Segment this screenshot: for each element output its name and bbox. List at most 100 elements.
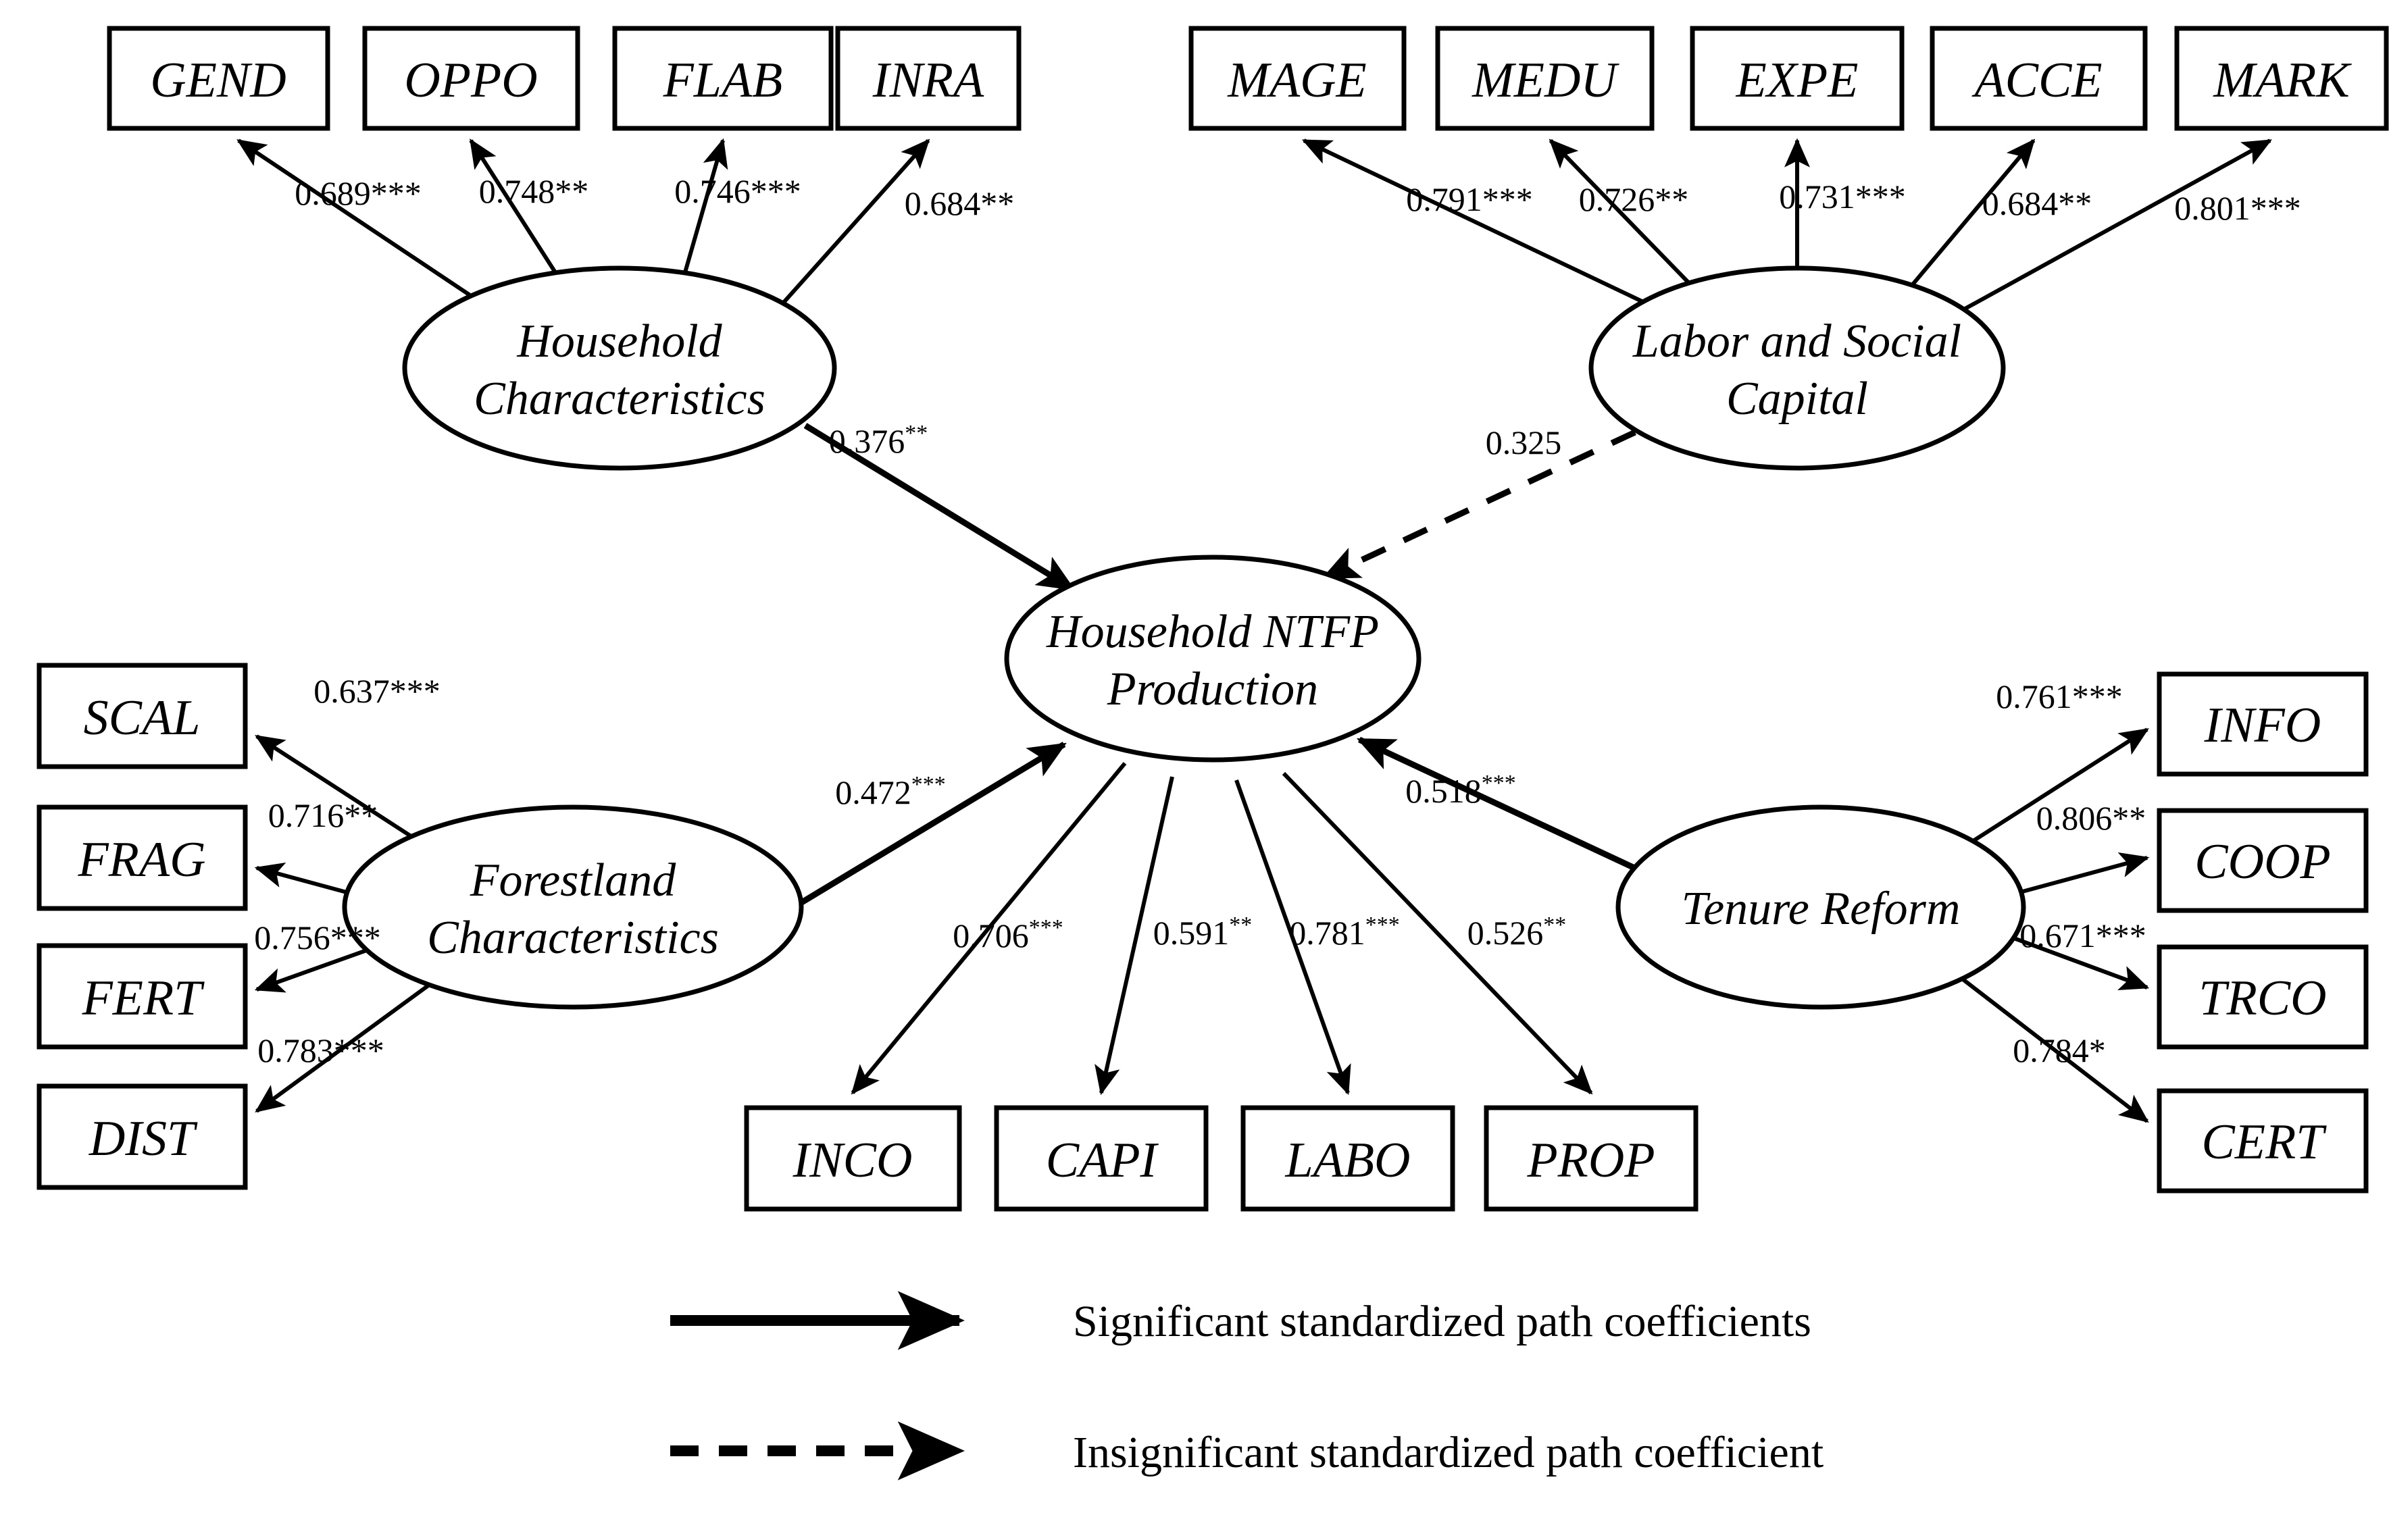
coef-lsc-ntfp-value: 0.325	[1486, 424, 1562, 461]
coef-hc-ntfp-value: 0.376	[829, 422, 905, 460]
observed-box-cert: CERT	[2157, 1088, 2369, 1194]
legend-significant-label: Significant standardized path coefficien…	[1073, 1297, 1811, 1346]
prop-rect	[1484, 1105, 1699, 1212]
info-rect	[2157, 671, 2369, 777]
coef-hc-oppo: 0.748**	[479, 172, 589, 210]
medu-rect	[1435, 26, 1655, 131]
observed-box-flab: FLAB	[612, 26, 834, 131]
coef-lsc-acce: 0.684**	[1982, 184, 2092, 222]
observed-box-mark: MARK	[2174, 26, 2389, 131]
path-fc-to-ntfp	[795, 742, 1067, 908]
coef-tr-ntfp-value: 0.518	[1405, 772, 1482, 810]
coef-tr-ntfp: 0.518***	[1405, 771, 1516, 811]
path-lsc-medu	[1549, 138, 1711, 306]
coef-ntfp-inco: 0.706***	[953, 915, 1063, 955]
coef-ntfp-inco-value: 0.706	[953, 917, 1029, 954]
dist-label: DIST	[89, 1111, 198, 1166]
path-lsc-mage	[1301, 138, 1670, 316]
trco-label: TRCO	[2198, 971, 2326, 1026]
latent-household-ntfp-production: Household NTFP Production	[1004, 555, 1422, 763]
legend-insignificant-label: Insignificant standardized path coeffici…	[1073, 1428, 1824, 1477]
observed-box-info: INFO	[2157, 671, 2369, 777]
acce-rect	[1930, 26, 2148, 131]
cert-rect	[2157, 1088, 2369, 1194]
observed-box-prop: PROP	[1484, 1105, 1699, 1212]
dist-rect	[36, 1083, 248, 1190]
coef-ntfp-labo-value: 0.781	[1289, 914, 1365, 952]
coef-ntfp-prop-stars: **	[1543, 913, 1566, 938]
coef-tr-ntfp-stars: ***	[1482, 771, 1516, 796]
coef-fc-ntfp: 0.472***	[835, 772, 946, 812]
observed-box-capi: CAPI	[994, 1105, 1209, 1212]
coef-lsc-mark: 0.801***	[2174, 189, 2301, 227]
path-lsc-mark	[1948, 138, 2273, 319]
coef-ntfp-capi: 0.591**	[1153, 913, 1253, 952]
path-hc-gend	[236, 138, 505, 319]
medu-label: MEDU	[1472, 53, 1619, 108]
oppo-label: OPPO	[404, 53, 537, 108]
path-ntfp-capi	[1095, 776, 1174, 1096]
coop-label: COOP	[2194, 834, 2330, 890]
coef-hc-flab: 0.746***	[674, 172, 801, 210]
coef-fc-frag: 0.716**	[268, 796, 378, 834]
legend-row-insignificant: Insignificant standardized path coeffici…	[670, 1421, 1824, 1481]
coef-ntfp-prop-value: 0.526	[1467, 914, 1544, 952]
latent-tenure-reform: Tenure Reform	[1615, 804, 2026, 1010]
fert-rect	[36, 943, 248, 1050]
observed-box-gend: GEND	[107, 26, 330, 131]
ntfp-ellipse	[1004, 555, 1422, 763]
mage-rect	[1188, 26, 1407, 131]
legend-row-significant: Significant standardized path coefficien…	[670, 1291, 1811, 1350]
coef-ntfp-prop: 0.526**	[1467, 913, 1567, 952]
path-ntfp-prop	[1282, 771, 1593, 1095]
trco-rect	[2157, 944, 2369, 1050]
latent-forestland-characteristics: Forestland Characteristics	[342, 804, 804, 1010]
observed-box-inco: INCO	[744, 1105, 962, 1212]
path-lsc-acce	[1893, 138, 2036, 307]
mage-label: MAGE	[1227, 53, 1367, 108]
coef-hc-gend: 0.689***	[295, 174, 422, 212]
gend-rect	[107, 26, 330, 131]
observed-box-trco: TRCO	[2157, 944, 2369, 1050]
coef-fc-dist: 0.783***	[257, 1031, 384, 1069]
coef-ntfp-capi-value: 0.591	[1153, 914, 1230, 952]
coef-fc-scal: 0.637***	[313, 672, 441, 710]
scal-rect	[36, 663, 248, 769]
coef-fc-fert: 0.756***	[254, 919, 381, 956]
observed-box-acce: ACCE	[1930, 26, 2148, 131]
fc-ellipse	[342, 804, 804, 1010]
latent-labor-social-capital: Labor and Social Capital	[1588, 265, 2006, 471]
observed-box-scal: SCAL	[36, 663, 248, 769]
fc-label-line2: Characteristics	[427, 912, 719, 964]
cert-label: CERT	[2202, 1114, 2328, 1170]
observed-box-expe: EXPE	[1690, 26, 1905, 131]
coef-tr-cert: 0.784*	[2013, 1031, 2106, 1069]
coef-lsc-expe: 0.731***	[1779, 178, 1906, 215]
capi-label: CAPI	[1046, 1133, 1159, 1188]
coef-fc-ntfp-value: 0.472	[835, 773, 911, 811]
ntfp-label-line1: Household NTFP	[1046, 606, 1379, 658]
lsc-label-line1: Labor and Social	[1632, 315, 1961, 367]
observed-box-labo: LABO	[1240, 1105, 1455, 1212]
path-fc-scal	[255, 734, 441, 856]
coef-fc-ntfp-stars: ***	[911, 772, 946, 797]
coef-hc-ntfp: 0.376**	[829, 421, 928, 461]
coef-tr-coop: 0.806**	[2036, 799, 2146, 837]
hc-label-line2: Characteristics	[474, 373, 765, 425]
lsc-label-line2: Capital	[1726, 373, 1868, 425]
hc-ellipse	[402, 265, 837, 471]
capi-rect	[994, 1105, 1209, 1212]
observed-box-inra: INRA	[835, 26, 1022, 131]
gend-label: GEND	[150, 53, 286, 108]
path-tr-info	[1961, 727, 2149, 850]
flab-label: FLAB	[663, 53, 783, 108]
oppo-rect	[362, 26, 580, 131]
coef-ntfp-labo-stars: ***	[1365, 913, 1400, 938]
expe-rect	[1690, 26, 1905, 131]
frag-rect	[36, 804, 248, 911]
coef-hc-ntfp-stars: **	[905, 421, 928, 446]
path-tr-coop	[2009, 852, 2150, 897]
observed-box-mage: MAGE	[1188, 26, 1407, 131]
coef-ntfp-inco-stars: ***	[1029, 915, 1063, 940]
